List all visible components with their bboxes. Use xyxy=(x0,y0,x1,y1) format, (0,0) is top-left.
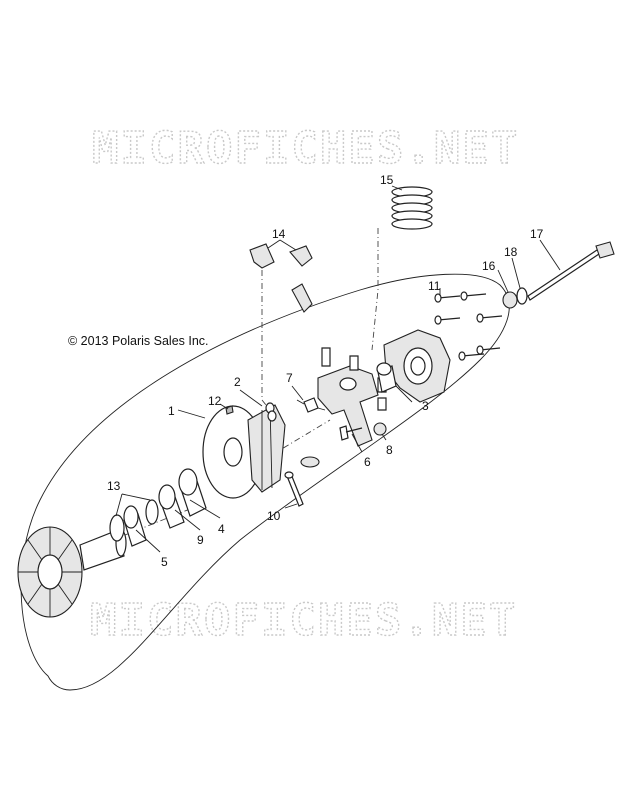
callout-16: 16 xyxy=(482,259,496,273)
bushing-5 xyxy=(123,505,147,547)
callout-18: 18 xyxy=(504,245,518,259)
callout-10: 10 xyxy=(267,509,281,523)
callout-17: 17 xyxy=(530,227,544,241)
pin-top-a xyxy=(321,347,331,367)
cover-3 xyxy=(376,329,451,403)
watermark-top: MICROFICHES.NET xyxy=(92,123,519,174)
cap-8 xyxy=(373,422,387,436)
cam-weights-14 xyxy=(249,243,313,313)
watermark-bottom: MICROFICHES.NET xyxy=(90,595,517,646)
o-ring-13a xyxy=(109,514,125,542)
bolt-17 xyxy=(527,241,615,301)
nut-16 xyxy=(502,291,518,309)
bolts-11 xyxy=(434,291,503,361)
pin-7 xyxy=(296,397,326,413)
copyright-text: © 2013 Polaris Sales Inc. xyxy=(68,334,209,348)
callout-12: 12 xyxy=(208,394,222,408)
pin-10 xyxy=(284,471,304,507)
callout-6: 6 xyxy=(364,455,371,469)
roller-2 xyxy=(265,402,277,422)
centerline-weights xyxy=(261,270,271,411)
callout-2: 2 xyxy=(234,375,241,389)
callout-15: 15 xyxy=(380,173,394,187)
spring-15 xyxy=(391,186,433,230)
callout-8: 8 xyxy=(386,443,393,457)
bushing-4 xyxy=(178,468,207,517)
callout-4: 4 xyxy=(218,522,225,536)
callout-11: 11 xyxy=(428,279,441,293)
callout-9: 9 xyxy=(197,533,204,547)
o-ring-13b xyxy=(145,499,159,525)
roller-small xyxy=(300,456,320,468)
leader-lines xyxy=(115,185,561,553)
set-screw-12 xyxy=(225,405,234,415)
bolt-6 xyxy=(339,425,363,441)
callout-3: 3 xyxy=(422,399,429,413)
moveable-sheave xyxy=(202,404,286,499)
spider-6 xyxy=(317,365,379,447)
pin-top-b xyxy=(349,355,359,371)
pin-bottom xyxy=(377,397,387,411)
callout-13: 13 xyxy=(107,479,121,493)
bushing-9 xyxy=(158,484,185,529)
callout-7: 7 xyxy=(286,371,293,385)
washer-18 xyxy=(516,287,528,305)
callout-1: 1 xyxy=(168,404,175,418)
callout-5: 5 xyxy=(161,555,168,569)
centerline-spring xyxy=(371,228,379,351)
fixed-sheave xyxy=(17,526,127,618)
callout-14: 14 xyxy=(272,227,286,241)
